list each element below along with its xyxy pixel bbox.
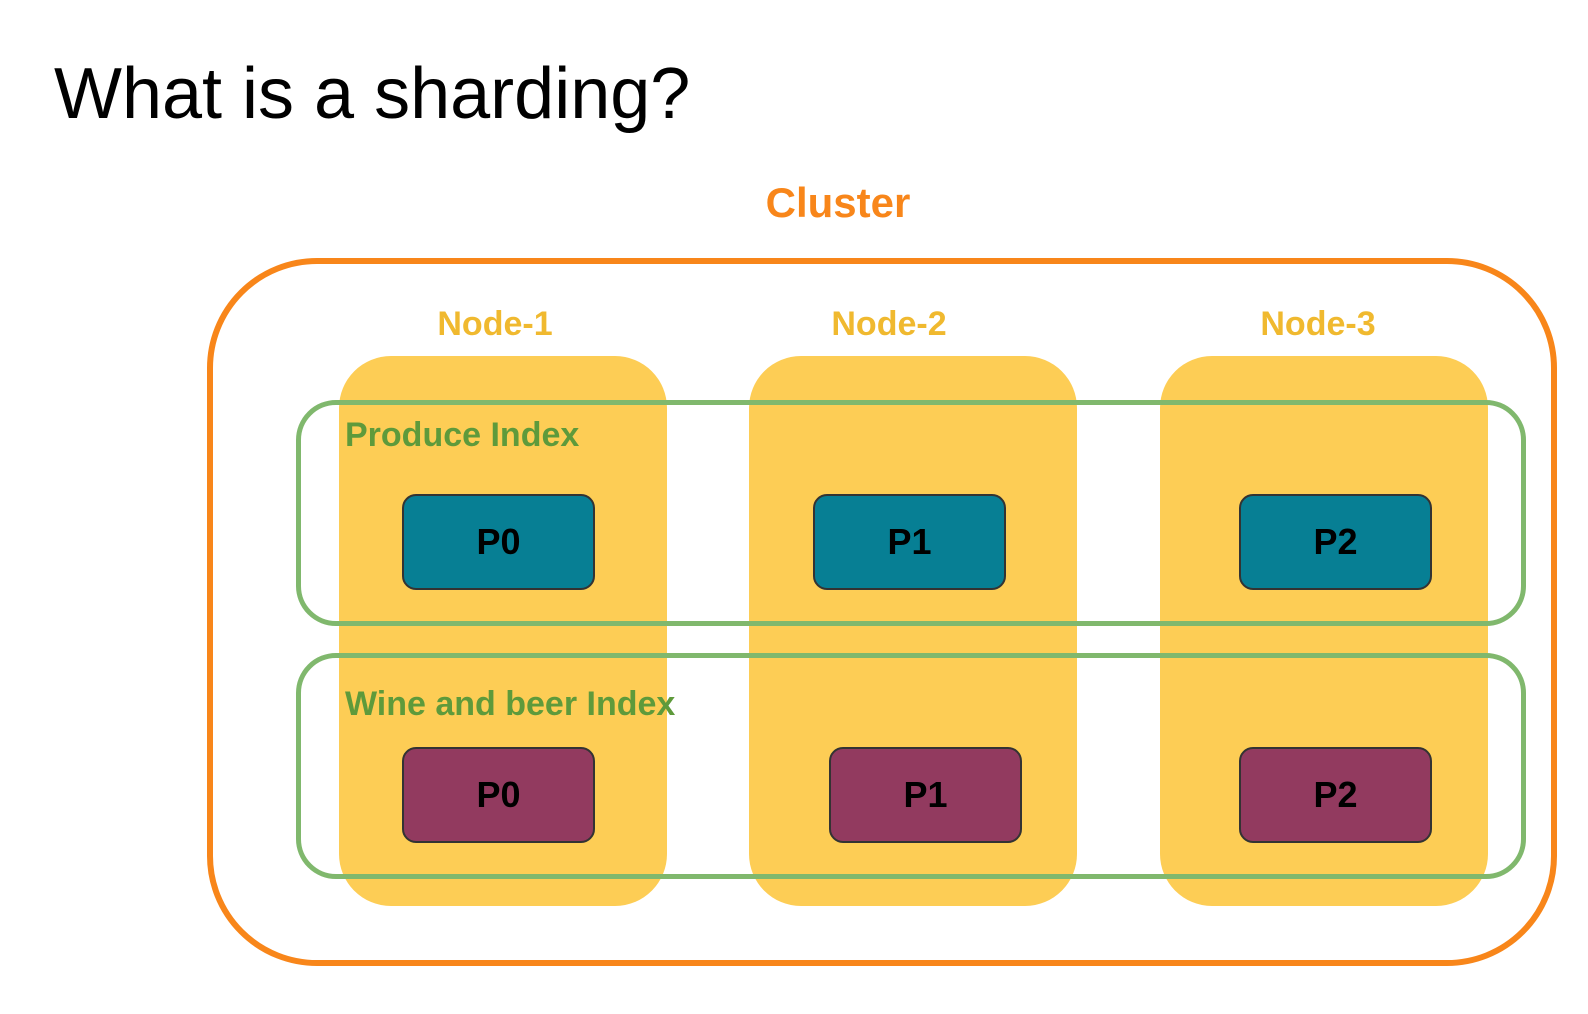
wine-and-beer-shard-p1: P1 bbox=[829, 747, 1022, 843]
cluster-label: Cluster bbox=[765, 179, 911, 226]
node-3-label: Node-3 bbox=[1260, 305, 1376, 343]
produce-shard-p1: P1 bbox=[813, 494, 1006, 590]
produce-index-label: Produce Index bbox=[345, 416, 580, 454]
wine-and-beer-shard-p0: P0 bbox=[402, 747, 595, 843]
produce-shard-p0: P0 bbox=[402, 494, 595, 590]
produce-index-container bbox=[296, 400, 1526, 626]
node-2-label: Node-2 bbox=[831, 305, 947, 343]
wine-and-beer-index-label: Wine and beer Index bbox=[345, 685, 676, 723]
slide-title: What is a sharding? bbox=[54, 54, 691, 134]
produce-shard-p2: P2 bbox=[1239, 494, 1432, 590]
node-1-label: Node-1 bbox=[437, 305, 553, 343]
cluster-container bbox=[207, 258, 1557, 966]
wine-and-beer-shard-p2: P2 bbox=[1239, 747, 1432, 843]
wine-and-beer-index-container bbox=[296, 653, 1526, 879]
